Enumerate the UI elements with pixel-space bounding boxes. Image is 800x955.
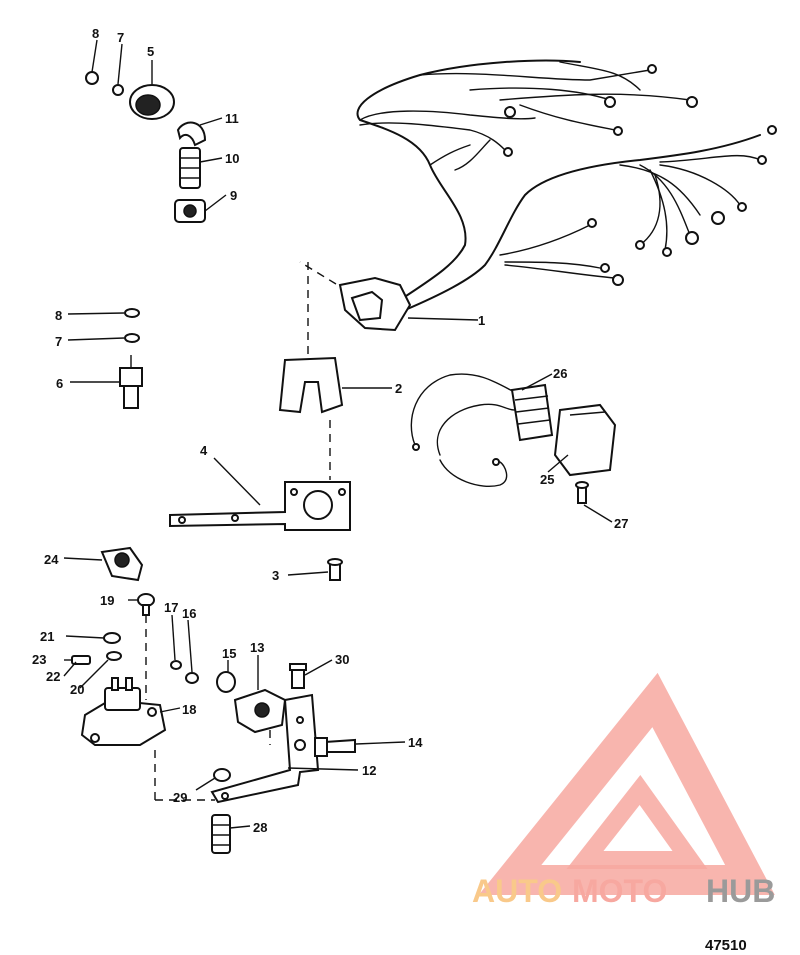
solenoid-part-18 [80, 677, 215, 801]
screw-part-3 [327, 558, 343, 581]
wiring-harness [299, 59, 777, 332]
label-2: 2 [395, 381, 402, 396]
label-20: 20 [70, 682, 84, 697]
label-5: 5 [147, 44, 154, 59]
leader-lines [63, 39, 613, 829]
label-3: 3 [272, 568, 279, 583]
label-23: 23 [32, 652, 46, 667]
label-14: 14 [408, 735, 423, 750]
label-30: 30 [335, 652, 349, 667]
label-29: 29 [173, 790, 187, 805]
label-18: 18 [182, 702, 196, 717]
label-4: 4 [200, 443, 208, 458]
sensor-assembly-top [85, 71, 207, 223]
label-24: 24 [44, 552, 59, 567]
label-17: 17 [164, 600, 178, 615]
label-28: 28 [253, 820, 267, 835]
label-26: 26 [553, 366, 567, 381]
label-8-middle: 8 [55, 308, 62, 323]
label-21: 21 [40, 629, 54, 644]
label-7-middle: 7 [55, 334, 62, 349]
label-19: 19 [100, 593, 114, 608]
label-7-top: 7 [117, 30, 124, 45]
label-12: 12 [362, 763, 376, 778]
label-10: 10 [225, 151, 239, 166]
label-9: 9 [230, 188, 237, 203]
clip-part-24 [100, 546, 144, 582]
watermark-logo: AUTO MOTO HUB [472, 672, 775, 909]
watermark-hub: HUB [706, 873, 775, 909]
label-8-top: 8 [92, 26, 99, 41]
label-16: 16 [182, 606, 196, 621]
label-15: 15 [222, 646, 236, 661]
label-25: 25 [540, 472, 554, 487]
bracket-part-4 [169, 481, 351, 531]
label-11: 11 [225, 111, 239, 126]
clamp-part-2 [278, 262, 344, 480]
watermark-moto: MOTO [572, 873, 667, 909]
watermark-auto: AUTO [472, 873, 562, 909]
label-13: 13 [250, 640, 264, 655]
figure-number: 47510 [705, 937, 747, 954]
label-27: 27 [614, 516, 628, 531]
label-1: 1 [478, 313, 485, 328]
switch-bracket-assembly [170, 660, 356, 854]
bolt-part-19 [137, 593, 155, 700]
label-6: 6 [56, 376, 63, 391]
regulator-assembly [410, 373, 617, 504]
reference-labels: 1 2 3 4 5 6 7 7 8 8 9 10 11 12 13 14 15 … [32, 26, 628, 835]
sensor-assembly-middle [119, 308, 143, 409]
label-22: 22 [46, 669, 60, 684]
